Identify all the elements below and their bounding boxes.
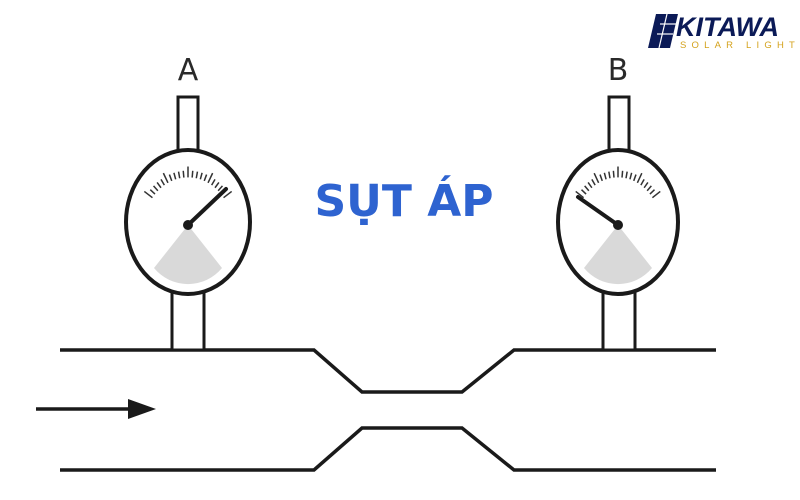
- gauge-b-stem-top: [607, 95, 631, 155]
- dial-tick: [575, 190, 585, 199]
- dial-tick: [143, 190, 153, 199]
- dial-tick: [608, 171, 611, 179]
- dial-tick: [191, 170, 194, 178]
- dial-tick: [621, 170, 624, 178]
- kitawa-logo-icon: [648, 13, 678, 49]
- logo-name: KITAWA: [676, 12, 779, 42]
- gauge-b-shade: [584, 225, 652, 285]
- gauge-a-pivot: [183, 220, 193, 230]
- gauge-b-label: B: [608, 53, 629, 88]
- diagram-title: SỤT ÁP: [314, 174, 493, 227]
- dial-tick: [640, 179, 645, 186]
- dial-tick: [643, 181, 649, 189]
- pipe-upper-wall: [60, 348, 716, 394]
- dial-tick: [223, 190, 233, 199]
- dial-tick: [649, 189, 656, 195]
- dial-tick: [152, 185, 159, 192]
- flow-arrow-icon: [36, 399, 156, 419]
- pipe: [60, 348, 716, 472]
- logo-tagline: SOLAR LIGHT: [680, 40, 800, 51]
- gauge-b: B: [556, 53, 680, 352]
- dial-tick: [207, 172, 214, 184]
- dial-tick: [149, 189, 156, 195]
- dial-tick: [593, 172, 600, 184]
- dial-tick: [217, 185, 224, 192]
- gauge-a-needle: [186, 187, 228, 227]
- dial-tick: [168, 174, 173, 182]
- dial-tick: [599, 174, 603, 182]
- pipe-lower-wall: [60, 426, 716, 472]
- dial-tick: [584, 185, 590, 192]
- dial-tick: [214, 181, 220, 189]
- dial-tick: [587, 181, 593, 189]
- gauge-b-ticks: [575, 166, 661, 199]
- dial-tick: [603, 172, 607, 180]
- gauge-a-stem-top: [176, 95, 200, 155]
- dial-tick: [651, 190, 661, 199]
- dial-tick: [646, 185, 652, 192]
- gauge-a: A: [124, 53, 252, 352]
- dial-tick: [160, 178, 166, 186]
- dial-tick: [162, 172, 169, 184]
- dial-tick: [612, 170, 615, 178]
- dial-tick: [210, 178, 216, 186]
- dial-tick: [173, 172, 177, 180]
- dial-tick: [625, 171, 628, 179]
- gauge-b-needle: [576, 195, 620, 227]
- dial-tick: [182, 170, 185, 178]
- gauge-a-stem-bottom: [170, 288, 206, 352]
- dial-tick: [199, 172, 203, 180]
- gauge-a-label: A: [178, 53, 199, 88]
- dial-tick: [591, 179, 596, 186]
- gauge-b-stem-bottom: [601, 288, 637, 352]
- dial-tick: [195, 171, 199, 179]
- dial-tick: [156, 181, 162, 189]
- dial-tick: [177, 171, 181, 179]
- dial-tick: [633, 174, 637, 182]
- dial-tick: [636, 172, 643, 184]
- gauge-b-pivot: [613, 220, 623, 230]
- dial-tick: [203, 174, 208, 182]
- kitawa-logo: KITAWA SOLAR LIGHT: [648, 12, 800, 51]
- gauge-a-shade: [154, 225, 222, 285]
- dial-tick: [580, 189, 587, 195]
- dial-tick: [629, 172, 633, 180]
